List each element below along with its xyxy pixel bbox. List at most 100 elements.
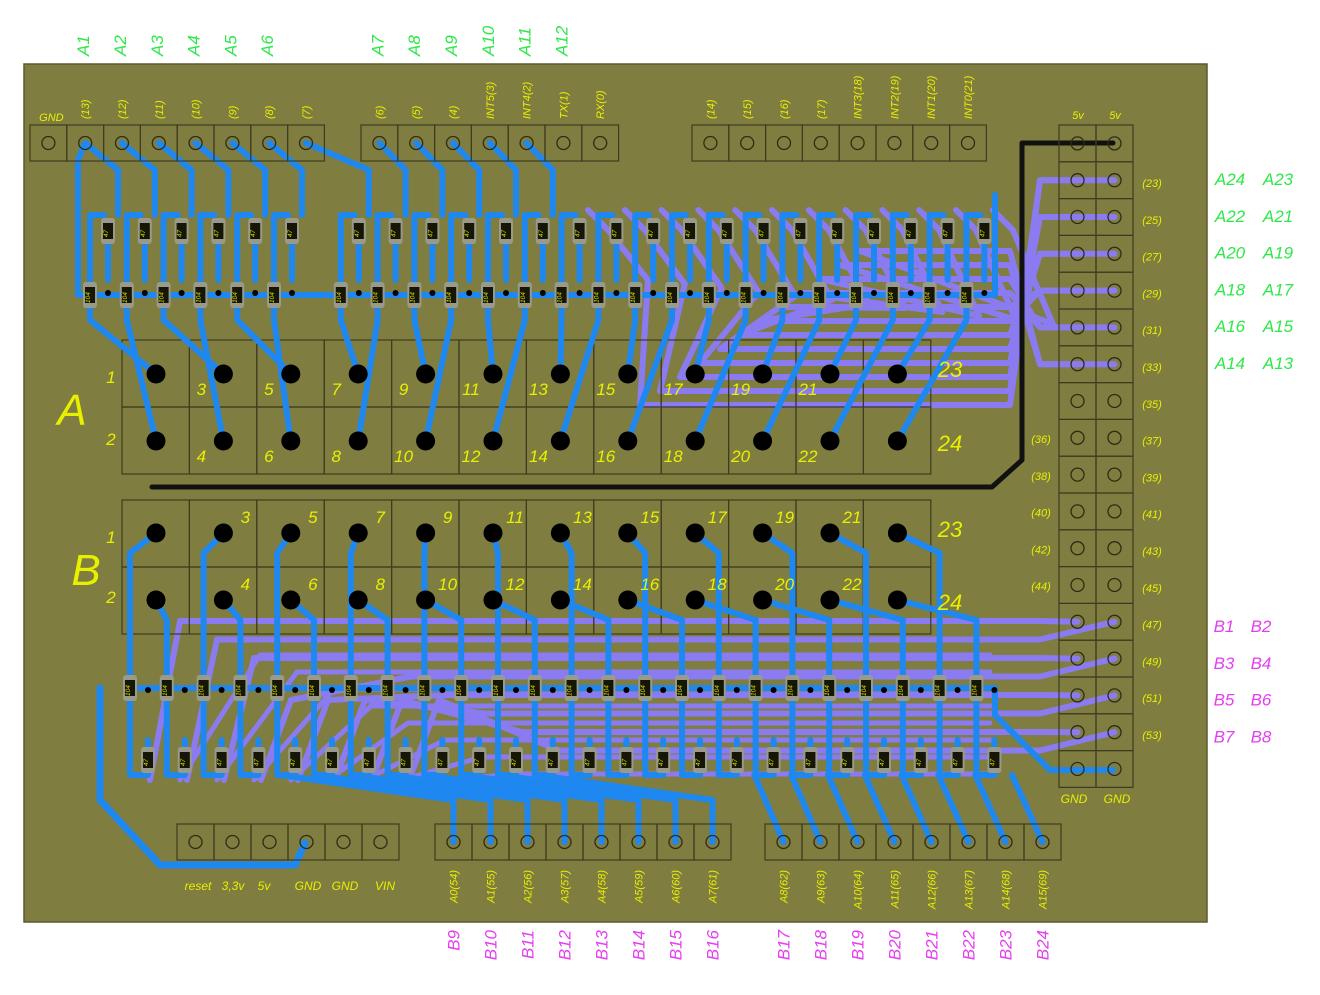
button-pad[interactable] (146, 523, 166, 543)
header-top-left-pin-hole[interactable] (262, 135, 277, 151)
header-top-left-pin-hole[interactable] (188, 135, 203, 151)
double-header-pin-hole[interactable] (1107, 246, 1122, 261)
double-header-pin-hole[interactable] (1107, 504, 1122, 519)
header-top-right-pin-hole[interactable] (924, 135, 939, 151)
button-pad[interactable] (213, 431, 233, 451)
double-header-pin-hole[interactable] (1070, 283, 1085, 298)
power-header-pin-hole[interactable] (188, 834, 203, 850)
button-pad[interactable] (213, 523, 233, 543)
button-pad[interactable] (550, 431, 570, 451)
button-pad[interactable] (213, 364, 233, 384)
double-header-pin-hole[interactable] (1107, 173, 1122, 188)
header-top-left-pin-hole[interactable] (225, 135, 240, 151)
header-top-right-pin-hole[interactable] (960, 135, 976, 151)
double-header-pin-hole[interactable] (1107, 725, 1122, 740)
analog-header-right-pin-hole[interactable] (998, 834, 1013, 850)
button-pad[interactable] (416, 590, 436, 610)
analog-header-left-pin-hole[interactable] (446, 834, 461, 850)
header-top-left-pin-hole[interactable] (78, 135, 93, 151)
double-header-pin-hole[interactable] (1107, 209, 1122, 225)
double-header-pin-hole[interactable] (1070, 688, 1085, 703)
double-header-pin-hole[interactable] (1070, 173, 1085, 188)
analog-header-right-pin-hole[interactable] (924, 834, 939, 850)
header-top-left-pin-hole[interactable] (41, 135, 56, 151)
button-pad[interactable] (416, 364, 436, 384)
button-pad[interactable] (753, 590, 773, 610)
button-pad[interactable] (416, 431, 436, 451)
double-header-pin-hole[interactable] (1107, 430, 1122, 445)
double-header-pin-hole[interactable] (1070, 504, 1085, 519)
double-header-pin-hole[interactable] (1070, 761, 1085, 777)
analog-header-left-pin-hole[interactable] (631, 834, 646, 850)
analog-header-left-pin-hole[interactable] (520, 834, 535, 850)
button-pad[interactable] (820, 364, 840, 384)
double-header-pin-hole[interactable] (1070, 320, 1085, 335)
button-pad[interactable] (348, 364, 368, 384)
double-header-pin-hole[interactable] (1107, 614, 1122, 629)
double-header-pin-hole[interactable] (1107, 577, 1122, 593)
double-header-pin-hole[interactable] (1107, 320, 1122, 335)
button-pad[interactable] (281, 590, 301, 610)
double-header-pin-hole[interactable] (1107, 467, 1122, 482)
header-top-mid-pin-hole[interactable] (372, 135, 387, 151)
button-pad[interactable] (753, 523, 773, 543)
double-header-pin-hole[interactable] (1070, 246, 1085, 261)
double-header-pin-hole[interactable] (1070, 393, 1085, 409)
header-top-left-pin-hole[interactable] (151, 135, 166, 151)
analog-header-left-pin-hole[interactable] (594, 834, 609, 850)
header-top-right-pin-hole[interactable] (776, 135, 792, 151)
button-pad[interactable] (146, 364, 166, 384)
button-pad[interactable] (618, 590, 638, 610)
double-header-pin-hole[interactable] (1070, 725, 1085, 740)
button-pad[interactable] (146, 590, 166, 610)
header-top-right-pin-hole[interactable] (813, 135, 828, 151)
button-pad[interactable] (550, 364, 570, 384)
double-header-pin-hole[interactable] (1107, 541, 1122, 556)
double-header-pin-hole[interactable] (1070, 651, 1085, 666)
analog-header-right-pin-hole[interactable] (961, 834, 976, 850)
double-header-pin-hole[interactable] (1107, 357, 1122, 372)
analog-header-right-pin-hole[interactable] (1035, 834, 1050, 850)
button-pad[interactable] (618, 364, 638, 384)
button-pad[interactable] (483, 523, 503, 543)
analog-header-right-pin-hole[interactable] (813, 834, 828, 850)
power-header-pin-hole[interactable] (225, 834, 240, 850)
header-top-mid-pin-hole[interactable] (409, 135, 424, 151)
analog-header-right-pin-hole[interactable] (776, 834, 791, 850)
button-pad[interactable] (753, 431, 773, 451)
button-pad[interactable] (213, 590, 233, 610)
button-pad[interactable] (483, 590, 503, 610)
double-header-pin-hole[interactable] (1107, 283, 1122, 298)
button-pad[interactable] (416, 523, 436, 543)
header-top-right-pin-hole[interactable] (887, 135, 902, 151)
double-header-pin-hole[interactable] (1070, 136, 1085, 151)
power-header-pin-hole[interactable] (336, 834, 351, 850)
button-pad[interactable] (887, 523, 907, 543)
button-pad[interactable] (550, 523, 570, 543)
button-pad[interactable] (550, 590, 570, 610)
analog-header-right-pin-hole[interactable] (850, 834, 865, 850)
header-top-mid-pin-hole[interactable] (482, 135, 497, 151)
header-top-mid-pin-hole[interactable] (519, 135, 534, 151)
header-top-right-pin-hole[interactable] (703, 135, 718, 151)
button-pad[interactable] (820, 523, 840, 543)
button-pad[interactable] (483, 431, 503, 451)
button-pad[interactable] (281, 523, 301, 543)
double-header-pin-hole[interactable] (1107, 651, 1122, 666)
button-pad[interactable] (685, 431, 705, 451)
double-header-pin-hole[interactable] (1070, 357, 1085, 372)
power-header-pin-hole[interactable] (373, 834, 388, 850)
button-pad[interactable] (618, 431, 638, 451)
button-pad[interactable] (887, 590, 907, 610)
double-header-pin-hole[interactable] (1070, 209, 1085, 225)
button-pad[interactable] (820, 431, 840, 451)
power-header-pin-hole[interactable] (262, 834, 277, 850)
double-header-pin-hole[interactable] (1107, 393, 1122, 409)
button-pad[interactable] (348, 590, 368, 610)
header-top-mid-pin-hole[interactable] (556, 135, 571, 151)
analog-header-right-pin-hole[interactable] (887, 834, 902, 850)
analog-header-left-pin-hole[interactable] (483, 834, 498, 850)
double-header-pin-hole[interactable] (1070, 541, 1085, 556)
button-pad[interactable] (281, 364, 301, 384)
double-header-pin-hole[interactable] (1107, 761, 1122, 777)
